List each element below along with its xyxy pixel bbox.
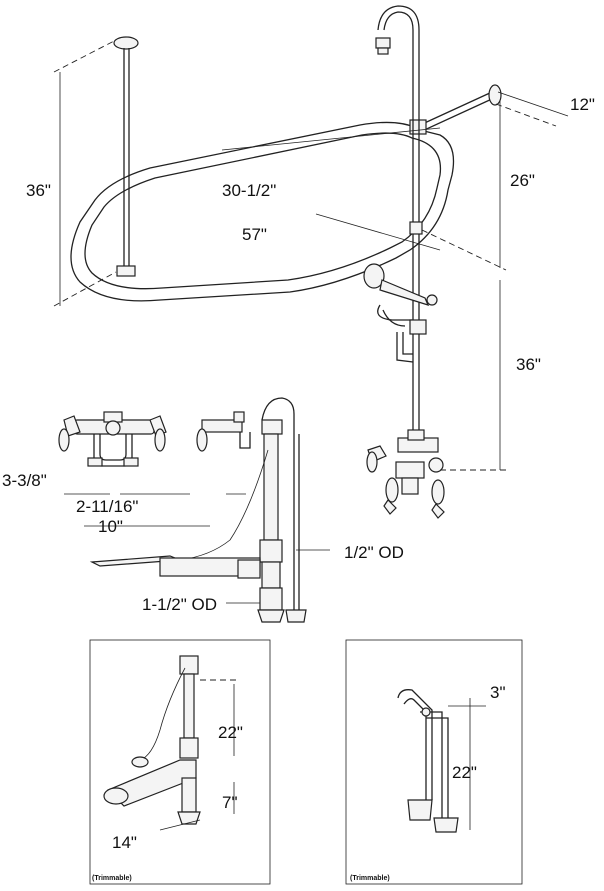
supply-od-label: 1/2" OD [344, 543, 404, 562]
drain-supply-assembly [89, 397, 307, 623]
drain-base-label: 7" [222, 793, 238, 812]
drain-od-label: 1-1/2" OD [142, 595, 217, 614]
faucet-spread-mid-label: 2-11/16" [76, 497, 138, 516]
wall-offset-label: 12" [570, 95, 595, 114]
rod-length-label: 57" [242, 225, 267, 244]
faucet-spread-small-label: 3-3/8" [2, 471, 47, 490]
shower-rod-assembly [70, 5, 502, 438]
trimmable-note-right: (Trimmable) [350, 875, 390, 882]
dimension-labels: 36" 30-1/2" 57" 12" 26" 36" 3-3/8" 2-11/… [2, 95, 595, 882]
riser-lower-label: 36" [516, 355, 541, 374]
rod-height-label: 36" [26, 181, 51, 200]
drain-reach-label: 14" [112, 833, 137, 852]
drain-height-label: 22" [218, 723, 243, 742]
supply-detail-box [345, 639, 523, 885]
faucet-spread-wide-label: 10" [98, 517, 123, 536]
supply-height-label: 22" [452, 763, 477, 782]
riser-upper-label: 26" [510, 171, 535, 190]
supply-offset-label: 3" [490, 683, 506, 702]
trimmable-note-left: (Trimmable) [92, 875, 132, 882]
tub-faucet [58, 411, 167, 467]
wall-faucet-diverter [366, 429, 445, 519]
dimension-lines [53, 39, 569, 831]
drain-detail-box [89, 639, 271, 885]
rod-width-label: 30-1/2" [222, 181, 276, 200]
faucet-side-view [196, 411, 251, 452]
